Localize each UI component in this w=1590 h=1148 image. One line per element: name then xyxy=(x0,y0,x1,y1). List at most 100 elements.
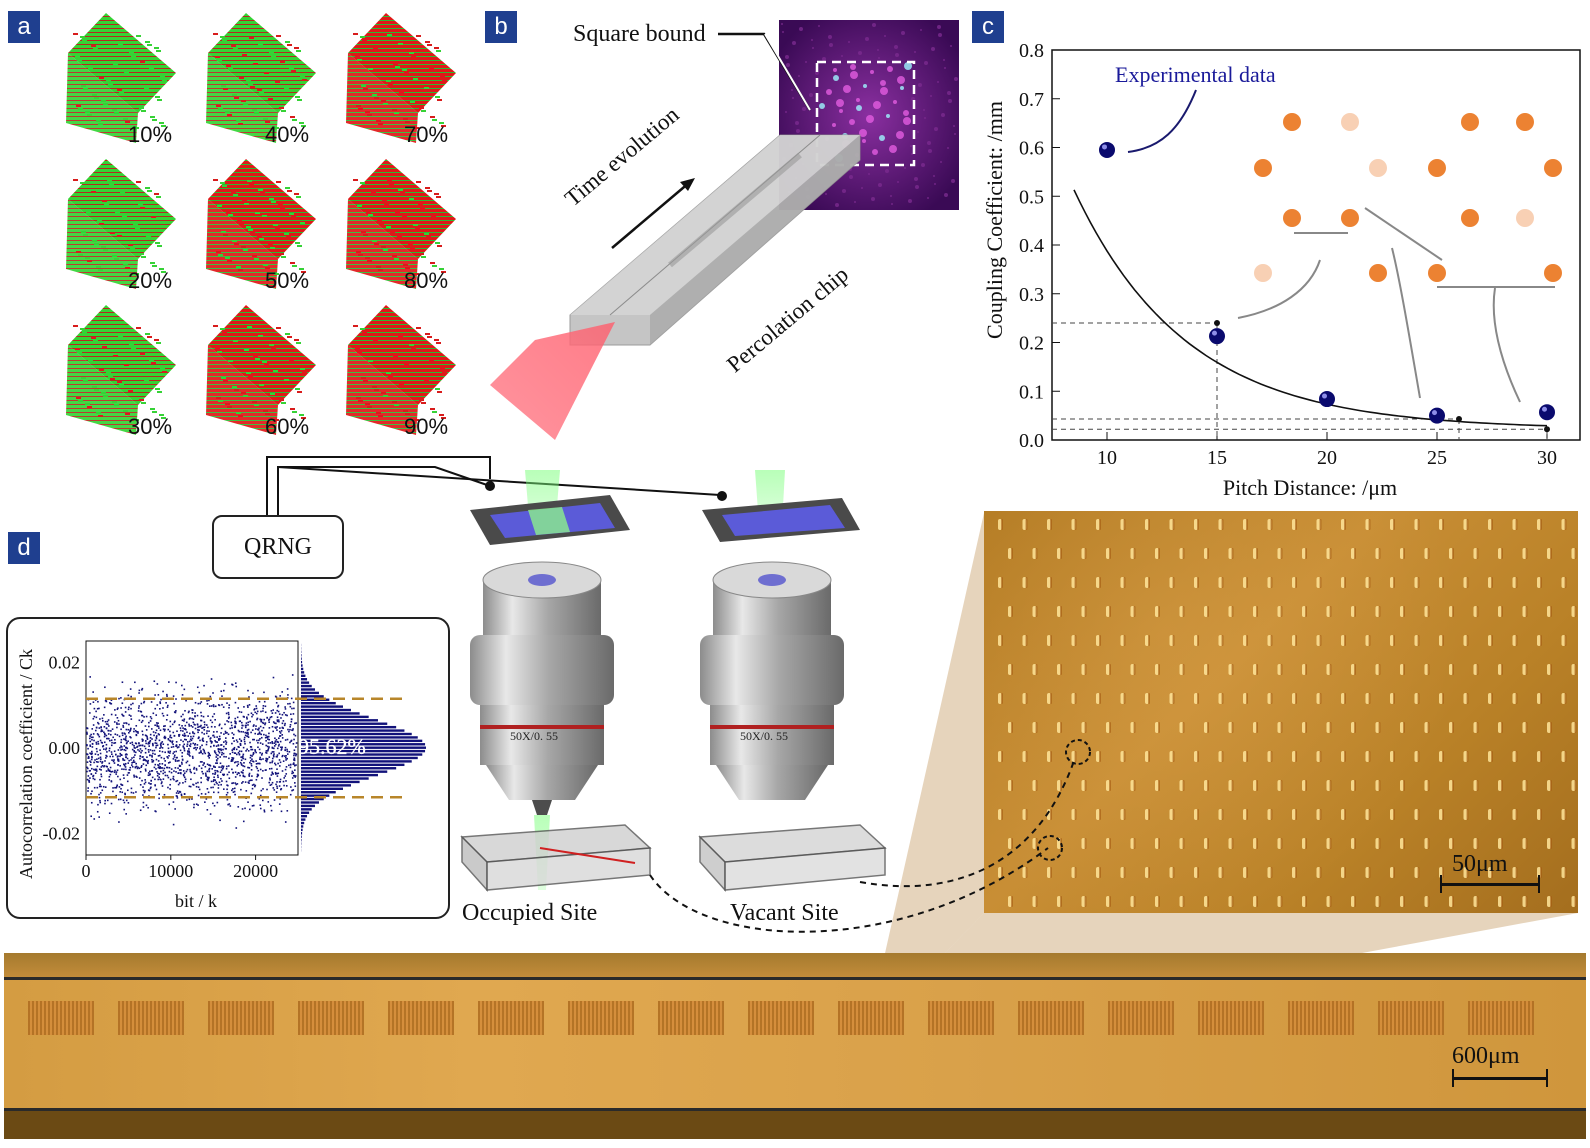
autocorr-dot xyxy=(286,738,289,741)
autocorr-dot xyxy=(275,783,277,786)
speckle-dot xyxy=(908,199,912,203)
autocorr-dot xyxy=(183,720,185,722)
annotation-arrow xyxy=(1127,89,1197,153)
cube-voxel xyxy=(265,121,270,123)
autocorr-dot xyxy=(215,741,217,743)
autocorr-dot xyxy=(147,789,150,791)
cube-voxel xyxy=(138,58,143,60)
cube-voxel xyxy=(431,70,436,72)
waveguide-shadow xyxy=(1491,751,1493,762)
autocorr-dot xyxy=(284,756,287,759)
autocorr-dot xyxy=(279,727,281,729)
autocorr-dot xyxy=(133,761,136,763)
waveguide-shadow xyxy=(1344,635,1346,646)
waveguide-shadow xyxy=(1525,896,1528,907)
autocorr-dot xyxy=(109,770,111,773)
autocorr-dot xyxy=(204,801,206,803)
autocorr-dot xyxy=(119,798,122,801)
autocorr-dot xyxy=(291,707,293,710)
cube-voxel xyxy=(99,223,104,225)
autocorr-dot xyxy=(180,769,182,771)
data-point-highlight xyxy=(1322,393,1327,399)
autocorr-dot xyxy=(287,694,289,696)
cube-voxel xyxy=(119,384,124,386)
cube-voxel xyxy=(372,94,377,96)
waveguide-shadow xyxy=(1452,780,1454,791)
autocorr-dot xyxy=(209,740,212,742)
autocorr-dot xyxy=(198,752,201,754)
autocorr-dot xyxy=(167,757,169,759)
autocorr-dot xyxy=(151,749,154,752)
autocorr-dot xyxy=(290,720,293,723)
autocorr-dot xyxy=(271,757,274,760)
autocorr-dot xyxy=(233,787,236,790)
lattice-block xyxy=(118,1001,184,1035)
speckle-dot xyxy=(880,80,886,86)
cube-voxel xyxy=(434,193,439,195)
autocorr-dot xyxy=(293,754,295,757)
waveguide-shadow xyxy=(1172,693,1175,704)
cube-voxel xyxy=(252,255,257,257)
autocorr-dot xyxy=(201,738,204,741)
autocorr-dot xyxy=(184,734,187,737)
cube-voxel xyxy=(257,89,262,91)
autocorr-dot xyxy=(118,735,121,738)
autocorr-dot xyxy=(110,751,113,753)
autocorr-dot xyxy=(294,785,297,788)
cube-voxel xyxy=(395,66,400,68)
cube-voxel xyxy=(382,200,387,202)
cube-voxel xyxy=(386,372,391,374)
fit-curve xyxy=(1073,189,1548,427)
cube-voxel xyxy=(376,120,381,122)
autocorr-dot xyxy=(134,729,137,732)
autocorr-dot xyxy=(227,721,230,723)
autocorr-dot xyxy=(131,761,133,764)
autocorr-dot xyxy=(230,724,233,727)
autocorr-dot xyxy=(123,749,126,751)
histogram-bar xyxy=(301,753,423,756)
histogram-bar xyxy=(301,749,426,753)
autocorr-dot xyxy=(104,786,107,788)
cube-voxel xyxy=(134,127,139,129)
autocorr-dot xyxy=(209,764,212,767)
autocorr-dot xyxy=(271,751,274,753)
cube-voxel xyxy=(276,181,281,183)
autocorr-dot xyxy=(125,722,128,725)
autocorr-dot xyxy=(116,726,118,729)
autocorr-dot xyxy=(99,739,102,742)
cube-voxel xyxy=(250,378,255,380)
histogram-bar xyxy=(301,667,304,671)
autocorr-dot xyxy=(178,744,181,746)
autocorr-dot xyxy=(173,754,176,757)
autocorr-dot xyxy=(247,706,249,708)
autocorr-dot xyxy=(172,743,174,746)
autocorr-dot xyxy=(173,778,175,781)
autocorr-dot xyxy=(168,766,171,769)
histogram-bar xyxy=(301,808,312,811)
autocorr-dot xyxy=(140,766,143,768)
waveguide-shadow xyxy=(1305,548,1307,559)
autocorr-dot xyxy=(202,726,205,729)
cube-voxel xyxy=(366,65,371,67)
autocorr-dot xyxy=(220,766,222,769)
autocorr-dot xyxy=(295,746,297,748)
autocorr-dot xyxy=(248,774,250,776)
autocorr-dot xyxy=(178,724,181,726)
waveguide-shadow xyxy=(1427,548,1430,559)
speckle-dot xyxy=(829,43,833,47)
autocorr-dot xyxy=(92,701,95,703)
histogram-bar xyxy=(301,664,303,667)
autocorr-dot xyxy=(227,713,230,716)
cube-voxel xyxy=(257,381,262,383)
autocorr-dot xyxy=(114,753,117,756)
cube-voxel xyxy=(248,83,253,85)
cube-voxel xyxy=(254,112,259,114)
cube-voxel xyxy=(281,256,286,258)
cube-voxel xyxy=(86,211,91,213)
autocorr-dot xyxy=(106,751,108,753)
autocorr-dot xyxy=(294,776,297,778)
waveguide-shadow xyxy=(1035,780,1038,791)
autocorr-dot xyxy=(289,705,292,708)
autocorr-dot xyxy=(234,682,237,684)
waveguide-shadow xyxy=(1368,693,1371,704)
